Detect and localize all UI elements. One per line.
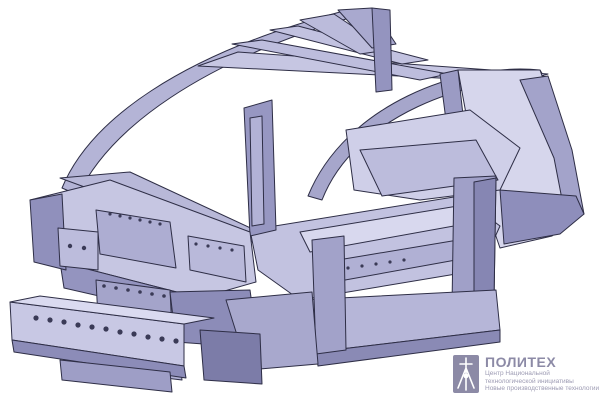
logo-tagline-line: технологической инициативы: [485, 377, 574, 385]
logo-text-block: ПОЛИТЕХ Центр Национальной технологическ…: [485, 354, 603, 393]
suspension-detail: [59, 329, 263, 393]
logo-brand-name: ПОЛИТЕХ: [485, 354, 557, 370]
logo-tagline-line: Новые производственные технологии: [485, 385, 600, 392]
logo-tagline-line: Центр Национальной: [485, 370, 550, 377]
front-bumper-beam: [9, 295, 215, 379]
rear-door-post: [451, 175, 497, 307]
b-pillar: [243, 99, 277, 237]
politech-emblem-icon: [453, 355, 479, 393]
rear-cabin: [345, 69, 585, 249]
floor-pan: [249, 195, 501, 301]
perforation-holes: [33, 212, 406, 344]
politech-logo: ПОЛИТЕХ Центр Национальной технологическ…: [452, 352, 602, 398]
